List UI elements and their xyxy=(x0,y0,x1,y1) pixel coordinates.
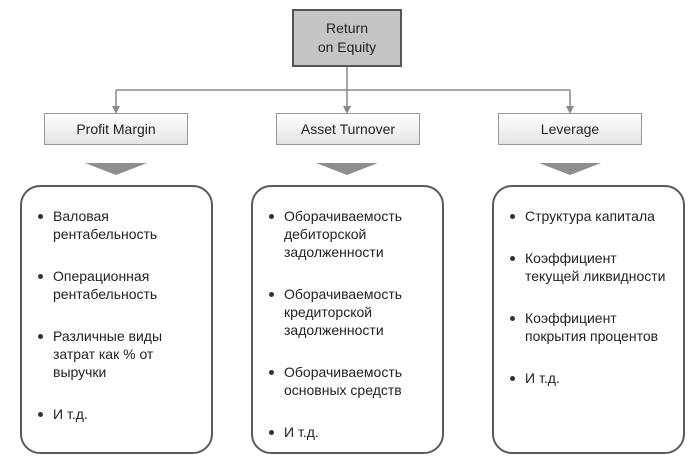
root-label-line1: Return xyxy=(325,20,369,36)
list-item: Валовая рентабельность xyxy=(38,207,201,243)
list-item: Коэффициент текущей ликвидности xyxy=(510,249,673,285)
list-item-line: Коэффициент xyxy=(525,310,617,326)
list-item-line: основных средств xyxy=(284,382,402,398)
category-label: Asset Turnover xyxy=(300,121,396,137)
category-label: Profit Margin xyxy=(76,121,156,137)
list-item-line: Оборачиваемость xyxy=(284,208,403,224)
list-item-line: покрытия процентов xyxy=(525,328,659,344)
list-item-line: выручки xyxy=(53,364,107,380)
list-item: Оборачиваемость дебиторской задолженност… xyxy=(269,207,432,261)
list-item-line: Оборачиваемость xyxy=(284,286,403,302)
list-item-line: И т.д. xyxy=(525,370,560,386)
list-item: Структура капитала xyxy=(510,207,673,225)
list-item-line: задолженности xyxy=(284,322,384,338)
list-item: Операционная рентабельность xyxy=(38,267,201,303)
list-item-line: дебиторской xyxy=(284,226,367,242)
list-item: И т.д. xyxy=(510,369,673,387)
panel-asset-turnover: Оборачиваемость дебиторской задолженност… xyxy=(251,185,444,454)
list-item-line: И т.д. xyxy=(284,424,319,440)
list-item: Оборачиваемость основных средств xyxy=(269,363,432,399)
list-item-line: рентабельность xyxy=(53,286,158,302)
list-item: Различные виды затрат как % от выручки xyxy=(38,327,201,381)
panel-list: Оборачиваемость дебиторской задолженност… xyxy=(269,207,432,441)
category-label: Leverage xyxy=(540,121,600,137)
list-item-line: И т.д. xyxy=(53,406,88,422)
list-item: Оборачиваемость кредиторской задолженнос… xyxy=(269,285,432,339)
list-item-line: Коэффициент xyxy=(525,250,617,266)
list-item-line: задолженности xyxy=(284,244,384,260)
list-item: И т.д. xyxy=(269,423,432,441)
list-item-line: Валовая xyxy=(53,208,109,224)
list-item-line: кредиторской xyxy=(284,304,373,320)
root-node-return-on-equity: Return on Equity xyxy=(292,9,402,67)
list-item-line: затрат как % от xyxy=(53,346,154,362)
list-item-line: Оборачиваемость xyxy=(284,364,403,380)
root-label-line2: on Equity xyxy=(317,39,377,55)
category-profit-margin: Profit Margin xyxy=(44,113,188,145)
panel-profit-margin: Валовая рентабельность Операционная рент… xyxy=(20,185,213,454)
panel-list: Структура капитала Коэффициент текущей л… xyxy=(510,207,673,387)
list-item: Коэффициент покрытия процентов xyxy=(510,309,673,345)
panel-list: Валовая рентабельность Операционная рент… xyxy=(38,207,201,423)
list-item: И т.д. xyxy=(38,405,201,423)
list-item-line: Операционная xyxy=(53,268,150,284)
list-item-line: текущей ликвидности xyxy=(525,268,666,284)
panel-leverage: Структура капитала Коэффициент текущей л… xyxy=(492,185,685,454)
list-item-line: Структура капитала xyxy=(525,208,655,224)
category-leverage: Leverage xyxy=(498,113,642,145)
list-item-line: Различные виды xyxy=(53,328,163,344)
category-asset-turnover: Asset Turnover xyxy=(276,113,420,145)
list-item-line: рентабельность xyxy=(53,226,158,242)
